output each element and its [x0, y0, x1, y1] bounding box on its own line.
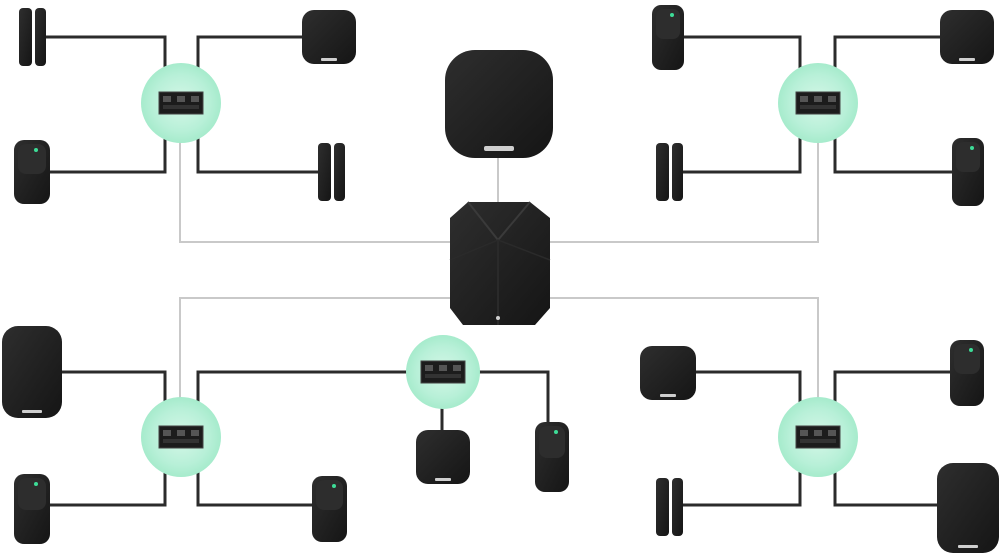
touch-keypad-bottom-left	[2, 326, 62, 418]
bus-module-bottom-center	[406, 335, 480, 409]
siren-icon	[445, 50, 553, 158]
keypad-top-right	[940, 10, 994, 64]
bus-module-icon	[795, 91, 841, 115]
bus-module-top-left	[141, 63, 221, 143]
touch-keypad-bottom-right	[937, 463, 999, 553]
motion-sensor-top-right-2	[952, 138, 984, 206]
bus-module-icon	[158, 425, 204, 449]
motion-sensor-top-right	[652, 5, 684, 70]
bus-module-bottom-right	[778, 397, 858, 477]
door-contact-bottom-right	[656, 478, 683, 536]
keypad-bottom-right	[640, 346, 696, 400]
motion-sensor-bottom-center	[535, 422, 569, 492]
door-contact-top-right	[656, 143, 683, 201]
keypad-bottom-center	[416, 430, 470, 484]
motion-sensor-bottom-left	[14, 474, 50, 544]
bus-module-icon	[420, 360, 466, 384]
motion-sensor-top-left	[14, 140, 50, 204]
door-contact-top-left	[19, 8, 46, 66]
hub-icon	[449, 201, 551, 325]
bus-module-icon	[158, 91, 204, 115]
keypad-top-left	[302, 10, 356, 64]
motion-sensor-bottom-left-2	[312, 476, 347, 542]
bus-module-icon	[795, 425, 841, 449]
main-bus-wires	[179, 110, 819, 430]
bus-module-bottom-left	[141, 397, 221, 477]
bus-module-top-right	[778, 63, 858, 143]
motion-sensor-bottom-right	[950, 340, 984, 406]
door-contact-top-left-2	[318, 143, 345, 201]
